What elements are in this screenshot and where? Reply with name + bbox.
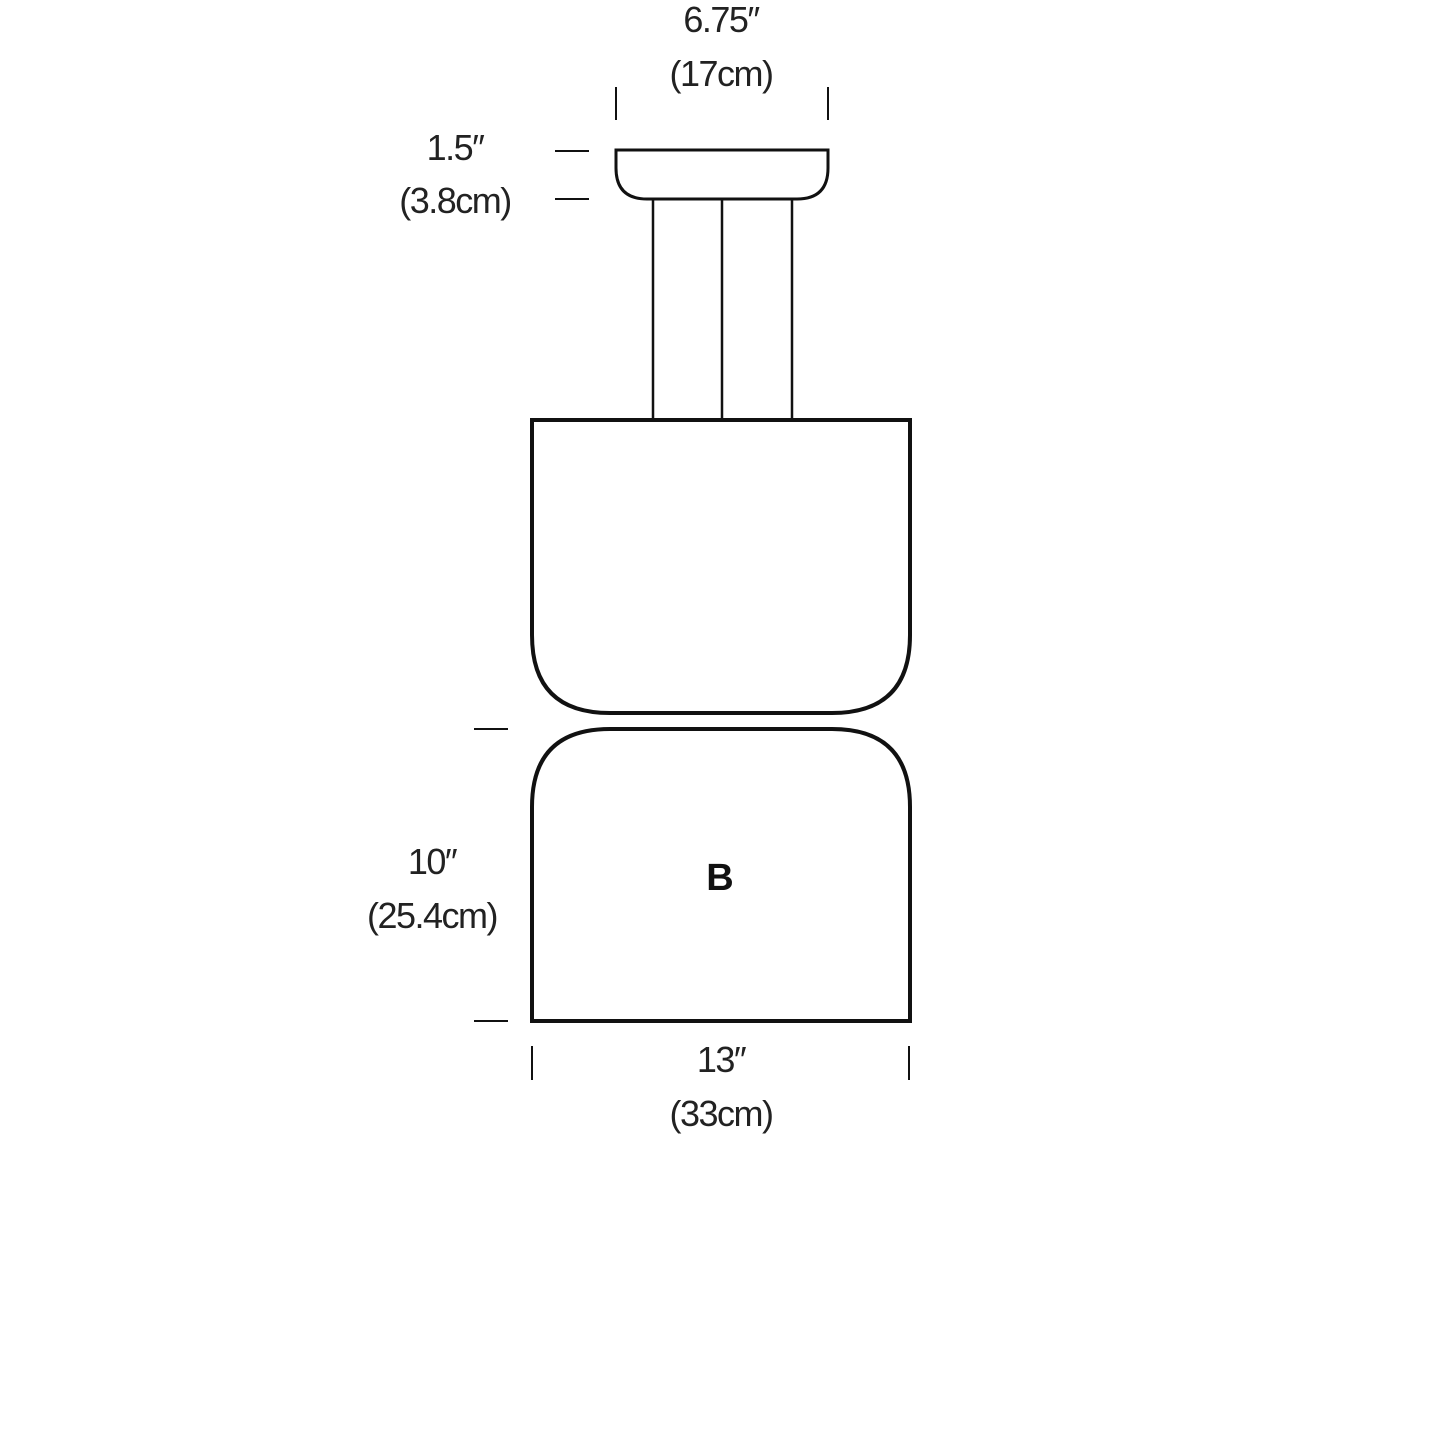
top-width-metric: (17cm)	[669, 53, 772, 94]
bottom-width-metric: (33cm)	[669, 1093, 772, 1134]
canopy-height-metric: (3.8cm)	[399, 180, 511, 221]
upper-body-shape	[530, 418, 912, 715]
bottom-width-imperial: 13″	[697, 1039, 747, 1080]
canopy-height-dimension: 1.5″ (3.8cm)	[399, 127, 589, 221]
part-label: B	[706, 857, 733, 899]
lower-height-imperial: 10″	[408, 841, 458, 882]
bottom-width-dimension: 13″ (33cm)	[531, 1039, 910, 1134]
lower-height-metric: (25.4cm)	[367, 895, 497, 936]
canopy-shape	[614, 148, 830, 201]
top-width-dimension: 6.75″ (17cm)	[615, 0, 829, 120]
stems	[651, 199, 794, 420]
top-width-imperial: 6.75″	[683, 0, 760, 40]
lower-height-dimension: 10″ (25.4cm)	[367, 728, 508, 1022]
canopy-height-imperial: 1.5″	[427, 127, 486, 168]
lower-body-shape	[530, 727, 912, 1023]
